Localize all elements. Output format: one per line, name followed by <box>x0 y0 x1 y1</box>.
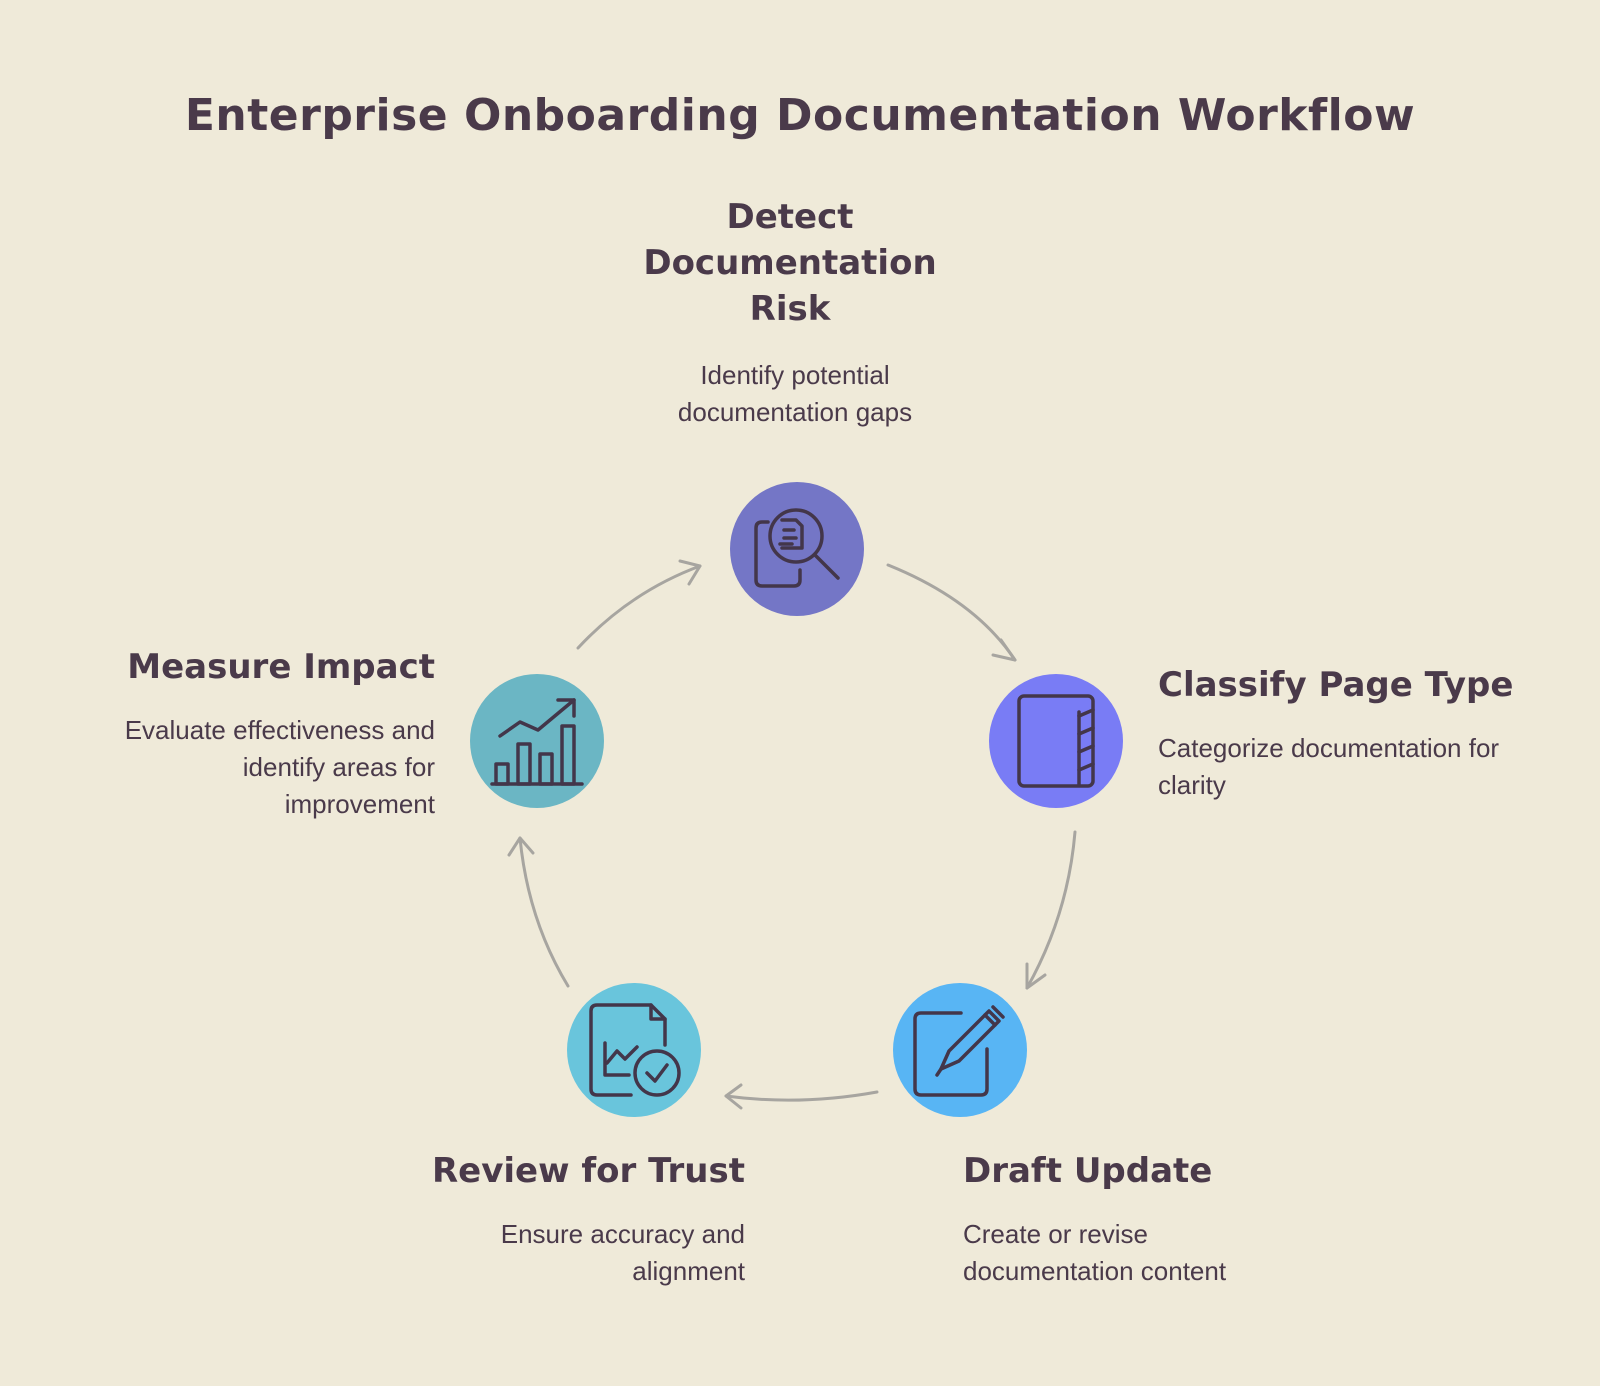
heading-line: Risk <box>749 289 831 329</box>
pen-on-paper-icon <box>913 1005 1005 1097</box>
description-line: improvement <box>284 789 435 819</box>
description-line: documentation content <box>963 1256 1227 1286</box>
step-measure-heading: Measure Impact <box>25 644 435 690</box>
heading-line: Classify Page Type <box>1158 665 1514 705</box>
arrow-review-to-measure <box>507 836 570 988</box>
step-draft-circle <box>893 983 1027 1117</box>
heading-line: Measure Impact <box>127 647 435 687</box>
report-check-icon <box>589 1003 681 1097</box>
heading-line: Draft Update <box>963 1151 1213 1191</box>
step-classify-circle <box>989 674 1123 808</box>
step-review-heading: Review for Trust <box>345 1148 745 1194</box>
step-detect-circle <box>730 482 864 616</box>
step-review-description: Ensure accuracy and alignment <box>345 1216 745 1290</box>
description-line: clarity <box>1158 770 1226 800</box>
step-detect-heading: Detect Documentation Risk <box>590 194 990 332</box>
description-line: documentation gaps <box>677 397 913 427</box>
description-line: Ensure accuracy and <box>500 1219 745 1249</box>
arrow-detect-to-classify <box>886 563 1017 662</box>
heading-line: Detect <box>726 197 854 237</box>
arrow-classify-to-draft <box>1025 830 1077 990</box>
notebook-icon <box>1017 694 1095 788</box>
description-line: identify areas for <box>242 752 435 782</box>
step-draft-heading: Draft Update <box>963 1148 1363 1194</box>
step-measure-circle <box>470 674 604 808</box>
description-line: alignment <box>632 1256 745 1286</box>
step-review-circle <box>567 983 701 1117</box>
step-classify-description: Categorize documentation for clarity <box>1158 730 1578 804</box>
description-line: Identify potential <box>700 360 890 390</box>
heading-line: Review for Trust <box>431 1151 745 1191</box>
growth-chart-icon <box>490 698 584 786</box>
arrow-draft-to-review <box>724 1083 879 1110</box>
step-detect-description: Identify potential documentation gaps <box>590 357 1000 431</box>
description-line: Evaluate effectiveness and <box>124 715 435 745</box>
document-search-icon <box>754 508 840 588</box>
step-draft-description: Create or revise documentation content <box>963 1216 1383 1290</box>
arrow-measure-to-detect <box>576 559 702 650</box>
heading-line: Documentation <box>643 243 937 283</box>
description-line: Categorize documentation for <box>1158 733 1500 763</box>
step-measure-description: Evaluate effectiveness and identify area… <box>25 712 435 823</box>
diagram-title: Enterprise Onboarding Documentation Work… <box>184 90 1416 141</box>
step-classify-heading: Classify Page Type <box>1158 662 1578 708</box>
description-line: Create or revise <box>963 1219 1148 1249</box>
